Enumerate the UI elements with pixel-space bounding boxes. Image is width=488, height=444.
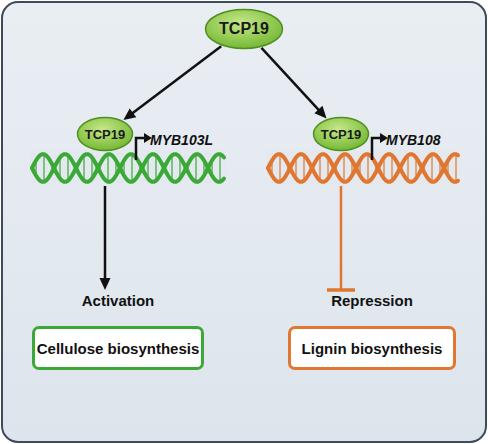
promoter-arrow [136,133,152,160]
protein-ellipse: TCP19 [312,116,370,152]
node-label: TCP19 [219,20,269,38]
gene-label: MYB108 [386,132,440,148]
node-heading: Repression [288,290,456,312]
dna-helix [30,150,226,186]
node-label: TCP19 [85,127,125,142]
arrow-connector [261,48,326,118]
process-box: ActivationCellulose biosynthesis [32,290,204,370]
dna-helix [266,150,460,186]
gene-label: MYB103L [150,132,213,148]
arrow-connector [123,46,221,120]
promoter-arrow [372,133,388,160]
node-label: TCP19 [321,127,361,142]
node-label: Cellulose biosynthesis [37,340,200,357]
outlined-box: Cellulose biosynthesis [32,326,204,370]
node-heading: Activation [32,290,204,312]
process-box: RepressionLignin biosynthesis [288,290,456,370]
protein-ellipse: TCP19 [204,8,284,50]
protein-ellipse: TCP19 [76,116,134,152]
outlined-box: Lignin biosynthesis [288,326,456,370]
node-label: Lignin biosynthesis [302,340,443,357]
